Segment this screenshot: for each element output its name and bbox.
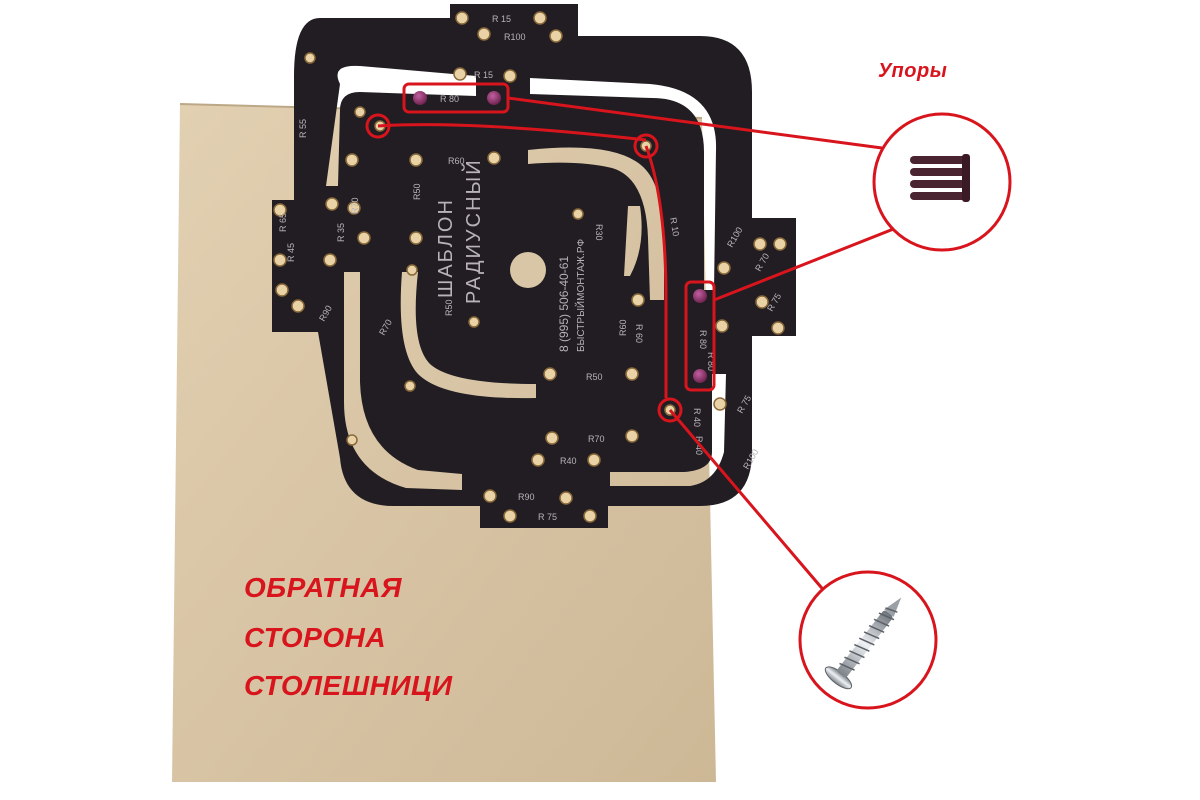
template-title-line1: ШАБЛОН: [435, 198, 457, 298]
radius-mark: R60: [448, 156, 465, 166]
radius-mark: R 15: [492, 14, 511, 24]
radius-mark: R40: [560, 456, 577, 466]
radius-mark: R 80: [706, 352, 716, 371]
screw-icon: [824, 597, 902, 690]
radius-mark: R90: [518, 492, 535, 502]
radius-mark: R 15: [474, 70, 493, 80]
template-title-line2: РАДИУСНЫЙ: [461, 158, 485, 304]
radius-mark: R50: [412, 183, 422, 200]
screw-magnifier: [798, 570, 938, 710]
radius-mark: R50: [586, 372, 603, 382]
radius-mark: R 65: [278, 213, 288, 232]
radius-mark: R 60: [634, 324, 644, 343]
radius-mark: R 10: [668, 217, 681, 237]
back-side-label-line-3: СТОЛЕШНИЦИ: [244, 670, 453, 701]
radius-mark: R60: [618, 319, 628, 336]
radius-mark: R 80: [440, 94, 459, 104]
radius-mark: R 55: [298, 119, 308, 138]
back-side-label-line-2: СТОРОНА: [244, 622, 387, 653]
stops-magnifier: [872, 112, 1012, 252]
radius-mark: R 45: [286, 243, 296, 262]
template-engraving: ШАБЛОН РАДИУСНЫЙ 8 (995) 506-40-61 БЫСТР…: [278, 14, 783, 522]
radius-mark: R70: [588, 434, 605, 444]
callout-lines: [377, 96, 897, 601]
radius-mark: R 35: [336, 223, 346, 242]
radius-mark: R100: [504, 32, 526, 42]
radius-template-plate: [272, 4, 796, 528]
stop-pins-icon: [910, 154, 970, 202]
back-side-label-line-1: ОБРАТНАЯ: [244, 572, 402, 603]
template-site: БЫСТРЫЙМОНТАЖ.РФ: [574, 239, 587, 352]
installed-stop-pins: [413, 91, 707, 383]
radius-mark: R70: [350, 197, 360, 214]
radius-mark: R 40: [692, 408, 702, 427]
template-phone: 8 (995) 506-40-61: [557, 256, 571, 352]
radius-mark: R50: [444, 299, 454, 316]
stops-label: Упоры: [878, 60, 948, 82]
radius-mark: R30: [594, 224, 604, 241]
template-holes: [273, 11, 787, 523]
radius-mark: R 80: [698, 330, 708, 349]
radius-mark: R 75: [538, 512, 557, 522]
